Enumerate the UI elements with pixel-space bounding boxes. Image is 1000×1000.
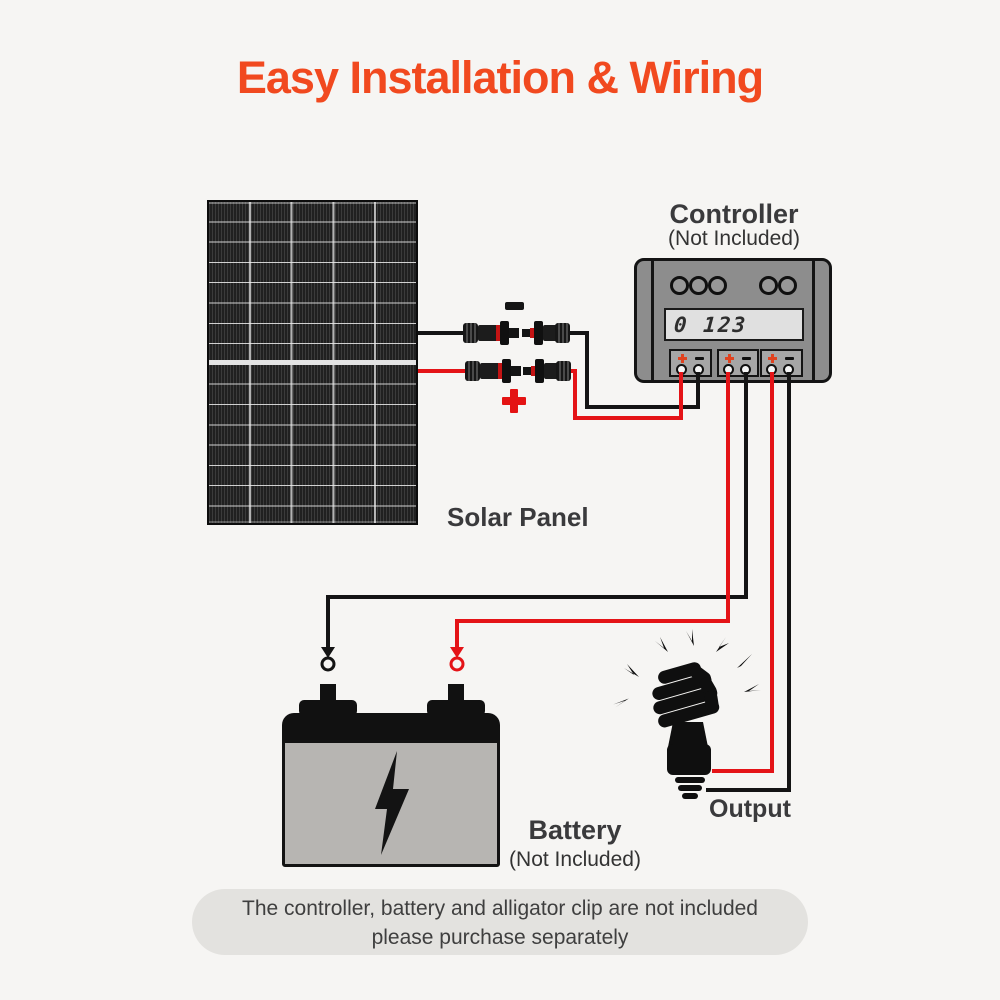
plus-icon: [725, 354, 734, 363]
note-line-2: please purchase separately: [371, 926, 629, 949]
terminal-screw: [676, 364, 687, 375]
plus-icon: [768, 354, 777, 363]
note-line-1: The controller, battery and alligator cl…: [242, 897, 758, 920]
controller-left-flange: [651, 261, 654, 380]
terminal-screw: [766, 364, 777, 375]
lcd-display-value: 0 123: [673, 312, 749, 337]
minus-icon: [742, 357, 751, 360]
charge-controller-illustration: 0 123: [634, 258, 832, 383]
mc4-connector-female-positive: [523, 359, 571, 383]
disclaimer-note: The controller, battery and alligator cl…: [192, 889, 808, 955]
terminal-group-solar: [669, 349, 712, 377]
terminal-group-load: [760, 349, 803, 377]
battery-sublabel: (Not Included): [509, 848, 641, 871]
page-title: Easy Installation & Wiring: [236, 52, 764, 103]
terminal-screw: [740, 364, 751, 375]
controller-right-flange: [812, 261, 815, 380]
mc4-connector-female-negative: [522, 321, 570, 345]
lcd-display: 0 123: [664, 308, 804, 341]
indicator-circle: [670, 276, 689, 295]
solar-panel-label: Solar Panel: [447, 502, 589, 532]
alligator-clip-black: [320, 647, 336, 672]
solar-panel-illustration: [207, 200, 418, 525]
mc4-connector-male-positive: [465, 359, 521, 383]
lightning-bolt-icon: [375, 751, 409, 855]
alligator-clip-red: [449, 647, 465, 672]
mc4-connector-male-negative: [463, 321, 519, 345]
plus-icon: [502, 389, 526, 413]
battery-post-base: [299, 700, 357, 716]
indicator-circle: [708, 276, 727, 295]
terminal-group-battery: [717, 349, 759, 377]
terminal-screw: [723, 364, 734, 375]
indicator-circle: [689, 276, 708, 295]
terminal-screw: [783, 364, 794, 375]
output-label: Output: [709, 795, 791, 823]
battery-post-base: [427, 700, 485, 716]
battery-label-group: Battery (Not Included): [499, 815, 651, 872]
load-positive-wire: [712, 372, 774, 773]
terminal-screw: [693, 364, 704, 375]
load-negative-wire: [706, 372, 791, 792]
controller-label: Controller: [669, 199, 799, 229]
plus-icon: [678, 354, 687, 363]
minus-icon: [505, 302, 524, 310]
light-bulb-icon: [613, 629, 761, 799]
indicator-circle: [778, 276, 797, 295]
indicator-circle: [759, 276, 778, 295]
battery-label: Battery: [528, 815, 622, 845]
battery-top: [282, 713, 500, 741]
battery-illustration: [282, 740, 500, 867]
minus-icon: [785, 357, 794, 360]
minus-icon: [695, 357, 704, 360]
controller-sublabel: (Not Included): [668, 227, 800, 250]
